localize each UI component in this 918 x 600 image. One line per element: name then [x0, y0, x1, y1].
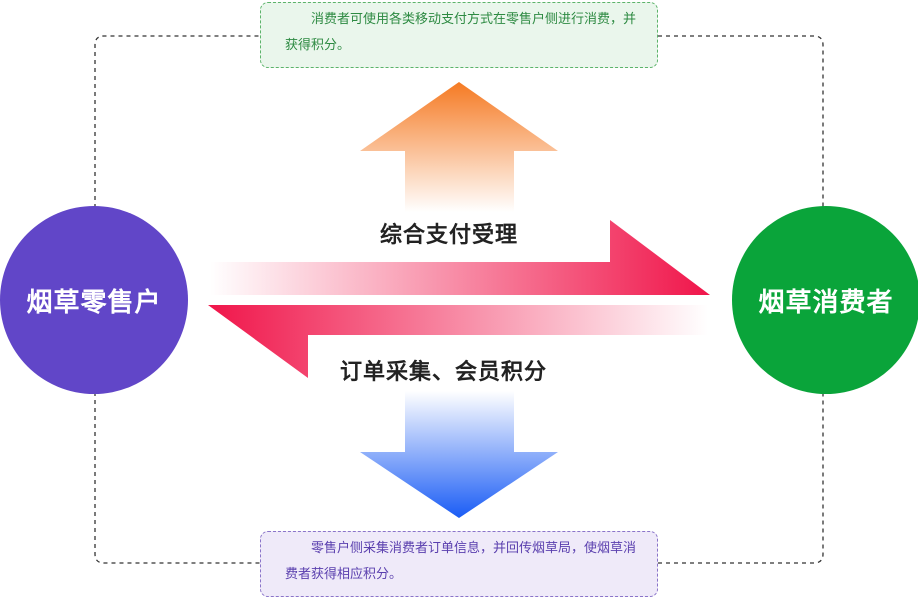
retailer-node: 烟草零售户	[0, 206, 188, 394]
note-bottom: 零售户侧采集消费者订单信息，并回传烟草局，使烟草消费者获得相应积分。	[260, 531, 658, 597]
arrow-right	[210, 220, 710, 295]
note-top-text: 消费者可使用各类移动支付方式在零售户侧进行消费，并获得积分。	[285, 12, 637, 53]
arrow-left	[208, 305, 708, 378]
note-bottom-text: 零售户侧采集消费者订单信息，并回传烟草局，使烟草消费者获得相应积分。	[285, 541, 637, 582]
retailer-label: 烟草零售户	[26, 287, 162, 318]
order-flow-label: 订单采集、会员积分	[340, 360, 548, 385]
consumer-label: 烟草消费者	[758, 287, 894, 318]
connector-bottom-right	[658, 392, 824, 564]
connector-bottom-left	[94, 392, 260, 564]
arrow-up	[360, 82, 558, 212]
connector-top-right	[658, 35, 824, 208]
arrow-down	[360, 391, 558, 518]
note-top: 消费者可使用各类移动支付方式在零售户侧进行消费，并获得积分。	[260, 2, 658, 68]
payment-flow-label: 综合支付受理	[380, 223, 519, 248]
consumer-node: 烟草消费者	[732, 206, 918, 394]
connector-top-left	[94, 35, 260, 208]
